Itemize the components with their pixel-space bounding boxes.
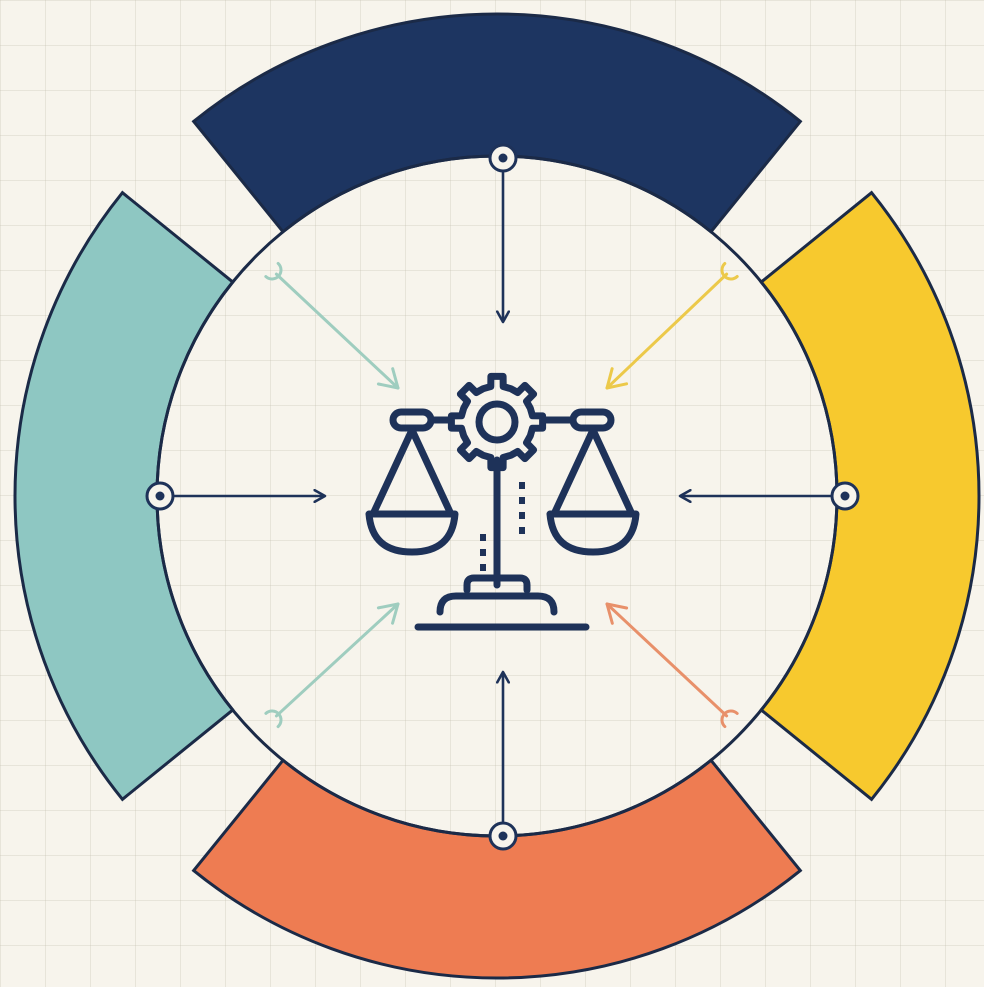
balance-scale-with-gear-icon [365,372,640,631]
scale-beam [389,408,435,432]
connector-top [488,143,518,322]
socket-upper-right [720,261,739,281]
arrow-upper-left [274,272,400,390]
right-scale-pan [546,426,640,556]
node-dot-bottom [498,831,508,841]
arrowhead-lower-left [376,602,400,625]
socket-lower-left [264,709,283,729]
arrow-upper-right [605,272,729,390]
connector-lower-left [264,602,400,729]
arrowhead-lower-right [605,602,629,625]
scale-base [414,574,590,631]
connector-lower-right [605,602,739,729]
scale-beam [569,408,615,432]
socket-upper-left [264,261,283,281]
left-scale-pan [365,426,459,556]
segment-bottom [191,758,803,980]
connector-arrows [145,143,860,851]
connector-upper-right [605,261,739,390]
arrow-lower-right [605,602,729,718]
connector-left [145,481,325,511]
connector-upper-left [264,261,400,390]
node-dot-left [155,491,165,501]
connector-bottom [488,672,518,851]
arrowhead-upper-left [376,367,400,390]
gear-icon [447,372,547,472]
segment-top [191,12,803,234]
node-dot-top [498,153,508,163]
node-dot-right [840,491,850,501]
connector-right [680,481,860,511]
arrow-lower-left [274,602,400,718]
socket-lower-right [720,709,739,729]
arrowhead-upper-right [605,367,629,390]
